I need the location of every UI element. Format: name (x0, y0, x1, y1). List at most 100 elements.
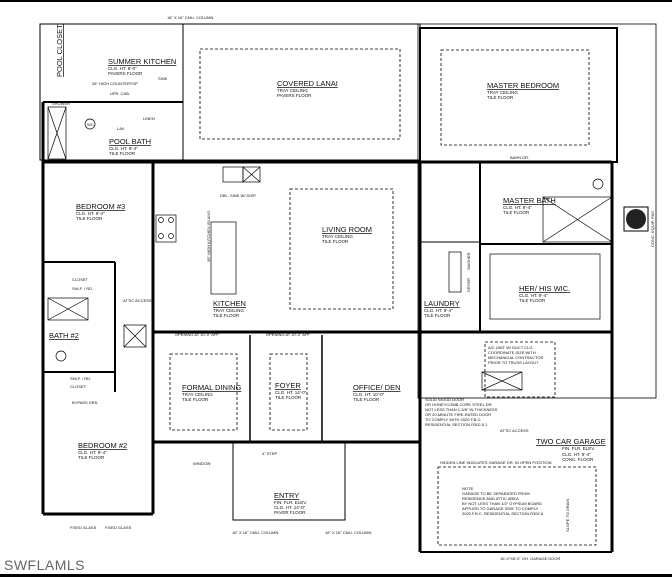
room-note: TILE FLOOR (519, 298, 546, 303)
note: CONC. EQUIP. PAD (650, 211, 655, 247)
note: COORDINATE SIZE WITH (488, 350, 536, 355)
annotations: 16" X 16" CMU. COLUMN 36" HIGH COUNTERTO… (52, 15, 655, 561)
note: SOLID WOOD DOOR (425, 397, 464, 402)
room-note: TRAY CEILING (182, 392, 213, 397)
room-note: CLG. HT. 14'-0" (274, 505, 306, 510)
note: OPENING AT 10'-0" AFF (175, 332, 219, 337)
walls (39, 23, 657, 553)
note: ATTIC ACCESS (500, 428, 529, 433)
note: MECHANICAL CONTRACTOR (488, 355, 543, 360)
note: CLOSET (70, 384, 87, 389)
room-note: PAVERS FLOOR (108, 71, 143, 76)
room-note: CLG. HT. 8'-0" (108, 66, 137, 71)
note: LINEN (143, 116, 155, 121)
room-label-bedroom-2: BEDROOM #2 (78, 441, 127, 450)
room-note: CLG. HT. 9'-4" (76, 211, 105, 216)
note: BARN DR. (510, 155, 529, 160)
room-note: TILE FLOOR (213, 313, 240, 318)
room-note: TILE FLOOR (503, 210, 530, 215)
room-note: TRAY CEILING (277, 88, 308, 93)
room-label-covered-lanai: COVERED LANAI (277, 79, 338, 88)
room-note: TILE FLOOR (275, 395, 302, 400)
room-label-laundry: LAUNDRY (424, 299, 460, 308)
room-note: TILE FLOOR (109, 151, 136, 156)
room-note: TILE FLOOR (76, 216, 103, 221)
note: HIDDEN LINE INDICATES GARAGE DR. IN OPEN… (440, 460, 552, 465)
room-label-master-bath: MASTER BATH (503, 196, 556, 205)
note: WINDOW (193, 461, 211, 466)
note: FIXED GLASS (105, 525, 132, 530)
note: 2020 F.B.C. RESIDENTIAL SECTION R302.6 (462, 511, 544, 516)
fixtures (47, 106, 613, 391)
note: WASHER (466, 252, 471, 270)
room-labels: POOL CLOSET SUMMER KITCHEN CLG. HT. 8'-0… (49, 24, 606, 515)
note: 16" X 16" CMU. COLUMN (325, 530, 372, 535)
room-label-formal-dining: FORMAL DINING (182, 383, 241, 392)
room-note: CLG. HT. 9'-4" (424, 308, 453, 313)
note: NOT LESS THAN 1-3/8" IN THICKNESS (425, 407, 498, 412)
room-note: PAVERS FLOOR (277, 93, 312, 98)
room-label-office-den: OFFICE/ DEN (353, 383, 401, 392)
room-label-living-room: LIVING ROOM (322, 225, 372, 234)
note: 36" HIGH COUNTERTOP (92, 81, 138, 86)
note: SHLF. / RD. (72, 286, 93, 291)
note: 16" X 16" CMU. COLUMN (232, 530, 279, 535)
note: BYPASS DRS. (72, 400, 98, 405)
room-label-two-car-garage: TWO CAR GARAGE (536, 437, 606, 446)
note: UPR. CAB. (110, 91, 130, 96)
room-note: CLG. HT. 9'-4" (503, 205, 532, 210)
room-note: PAVER FLOOR (274, 510, 306, 515)
room-label-foyer: FOYER (275, 381, 301, 390)
room-note: CLG. HT. 9'-4" (78, 450, 107, 455)
note: 16'-0"X8'-0" OH. GARAGE DOOR (500, 556, 560, 561)
room-note: CLG. HT. 9'-4" (109, 146, 138, 151)
note: NOTE: (462, 486, 474, 491)
room-label-entry: ENTRY (274, 491, 299, 500)
note: SHLF. / RD. (70, 376, 91, 381)
ceiling-outlines (169, 48, 601, 546)
room-label-kitchen: KITCHEN (213, 299, 246, 308)
note: OPENING AT 10'-0" AFF (266, 332, 310, 337)
room-label-bath-2: BATH #2 (49, 331, 79, 340)
note: GARAGE TO BE SEPARATED FROM (462, 491, 530, 496)
note: TO COMPLY WITH 2020 F.B.C. (425, 417, 481, 422)
room-label-master-bedroom: MASTER BEDROOM (487, 81, 559, 90)
note: APPLIED TO GARAGE SIDE TO COMPLY (462, 506, 539, 511)
note: OR HONEYCOMB CORE STEEL DR. (425, 402, 493, 407)
note: RESIDENTIAL SECTION R302.5.1 (425, 422, 488, 427)
note: DBL. SINK W/ DISP. (220, 193, 256, 198)
note: WC (87, 122, 94, 127)
room-note: TRAY CEILING (213, 308, 244, 313)
room-note: TILE FLOOR (182, 397, 209, 402)
note: SINK (158, 76, 168, 81)
note: CLOSET (72, 277, 89, 282)
room-note: TRAY CEILING (322, 234, 353, 239)
note: RESIDENCE AND ATTIC AREA (462, 496, 519, 501)
room-note: TILE FLOOR (424, 313, 451, 318)
room-label-pool-closet: POOL CLOSET (55, 24, 64, 77)
room-note: TRAY CEILING (487, 90, 518, 95)
note: PRIOR TO TRUSS LAYOUT (488, 360, 539, 365)
room-label-summer-kitchen: SUMMER KITCHEN (108, 57, 176, 66)
room-label-bedroom-3: BEDROOM #3 (76, 202, 125, 211)
note: FIXED GLASS (70, 525, 97, 530)
note: 4" STEP (262, 451, 278, 456)
room-note: FIN. FLR. ELEV. (274, 500, 307, 505)
note: OR 20-MINUTE FIRE-RATED DOOR (425, 412, 491, 417)
room-note: CLG. HT. 9'-4" (562, 452, 591, 457)
room-note: FIN. FLR. ELEV. (562, 446, 595, 451)
note: LAV. (117, 126, 125, 131)
room-note: TILE FLOOR (322, 239, 349, 244)
note: SLOPE TO DRAIN (565, 498, 570, 532)
ac-unit-icon (623, 206, 649, 232)
watermark: SWFLAMLS (4, 557, 86, 573)
note: SHOWER (52, 101, 70, 106)
room-note: TILE FLOOR (353, 397, 380, 402)
note: DRYER (466, 278, 471, 292)
room-label-pool-bath: POOL BATH (109, 137, 151, 146)
note: 36" HIGH KITCHEN ISLAND (206, 211, 211, 262)
note: BY NOT LESS THAN 1/2" GYPSUM BOARD (462, 501, 542, 506)
room-note: TILE FLOOR (78, 455, 105, 460)
